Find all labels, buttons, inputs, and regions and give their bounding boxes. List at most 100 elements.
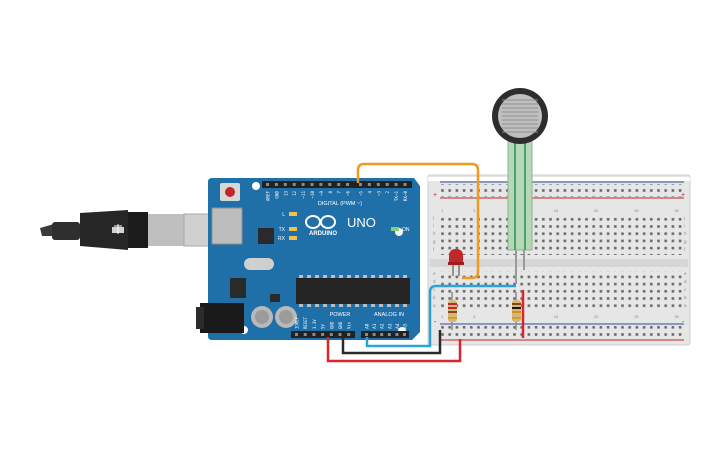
power-pin[interactable] — [347, 333, 351, 336]
wire-orange[interactable] — [356, 162, 480, 280]
digital-pin[interactable] — [283, 183, 287, 186]
row-label: c — [684, 287, 687, 292]
on-label: ON — [402, 227, 410, 233]
row-label: e — [433, 271, 436, 276]
digital-pin-label: RX←0 — [403, 191, 408, 202]
digital-header — [262, 181, 412, 188]
row-label: i — [684, 223, 685, 228]
digital-pin-label: AREF — [266, 191, 271, 202]
model-label: UNO — [347, 215, 376, 230]
analog-pin[interactable] — [395, 333, 399, 336]
column-label: 20 — [594, 208, 599, 213]
row-label: d — [684, 279, 687, 284]
digital-pin[interactable] — [403, 183, 407, 186]
column-label: 1 — [441, 208, 444, 213]
resistor-fsr[interactable] — [512, 292, 521, 330]
digital-pin-label: 8 — [328, 191, 333, 194]
column-label: 25 — [634, 208, 639, 213]
analog-pin[interactable] — [372, 333, 376, 336]
row-label: i — [433, 223, 434, 228]
digital-pin-label: ~11 — [301, 191, 306, 199]
digital-pin-label: ~6 — [346, 191, 351, 197]
digital-pin[interactable] — [394, 183, 398, 186]
power-pin[interactable] — [329, 333, 333, 336]
digital-pin-label: ~3 — [376, 191, 381, 197]
analog-pin[interactable] — [380, 333, 384, 336]
crystal — [244, 258, 274, 270]
resistor-led[interactable] — [448, 292, 457, 330]
row-label: h — [684, 231, 687, 236]
analog-header — [361, 331, 409, 338]
power-pin-label: GND — [338, 321, 343, 329]
analog-label: ANALOG IN — [374, 312, 404, 318]
digital-pin[interactable] — [376, 183, 380, 186]
row-label: c — [433, 287, 436, 292]
digital-pin-label: ~10 — [310, 191, 315, 199]
row-label: e — [684, 271, 687, 276]
breadboard[interactable]: + + - - 151015202530 151015202530 jjiihh… — [427, 174, 691, 346]
digital-pin[interactable] — [346, 183, 350, 186]
digital-pin[interactable] — [328, 183, 332, 186]
wire-blue[interactable] — [365, 284, 516, 348]
brand-label: ARDUINO — [309, 231, 337, 237]
digital-pin[interactable] — [319, 183, 323, 186]
digital-pin[interactable] — [274, 183, 278, 186]
digital-pin-label: ~9 — [319, 191, 324, 197]
wire-black[interactable] — [341, 330, 442, 355]
column-label: 5 — [473, 314, 476, 319]
digital-pin[interactable] — [301, 183, 305, 186]
rail-minus-label: - — [682, 319, 685, 326]
row-label: f — [433, 247, 435, 252]
power-pin-label: RESET — [303, 316, 308, 329]
digital-pin-label: 13 — [283, 191, 288, 197]
column-label: 1 — [441, 314, 444, 319]
digital-label: DIGITAL (PWM ~) — [318, 201, 362, 207]
row-label: h — [433, 231, 436, 236]
power-jack — [196, 303, 244, 333]
row-label: d — [433, 279, 436, 284]
analog-pin[interactable] — [365, 333, 368, 336]
row-label: g — [684, 239, 687, 244]
power-pin[interactable] — [303, 333, 307, 336]
force-sensor[interactable] — [492, 88, 548, 284]
digital-pin[interactable] — [359, 183, 362, 186]
power-pin[interactable] — [312, 333, 316, 336]
regulator — [230, 278, 246, 298]
reset-button[interactable] — [220, 183, 240, 201]
wire-red[interactable] — [326, 337, 462, 363]
power-pin[interactable] — [321, 333, 325, 336]
led-label-rx: RX — [278, 236, 286, 242]
analog-pin-label: A5 — [403, 323, 409, 329]
digital-pin[interactable] — [367, 183, 371, 186]
analog-pin[interactable] — [387, 333, 391, 336]
digital-pin[interactable] — [310, 183, 314, 186]
digital-pin-label: 12 — [292, 191, 297, 197]
arduino-logo: ARDUINO UNO — [305, 215, 376, 237]
digital-pin[interactable] — [337, 183, 341, 186]
red-led[interactable] — [448, 249, 464, 276]
column-label: 5 — [473, 208, 476, 213]
digital-pin-label: ~5 — [359, 191, 364, 197]
led-label-tx: TX — [279, 227, 286, 233]
digital-pin-label: TX→1 — [394, 191, 399, 202]
digital-pin[interactable] — [292, 183, 296, 186]
digital-pin-label: 2 — [385, 191, 390, 194]
digital-pin[interactable] — [266, 183, 269, 186]
digital-pin[interactable] — [385, 183, 389, 186]
atmega-chip — [296, 275, 410, 307]
rail-holes-bottom — [440, 326, 682, 339]
power-pin-label: 3.3V — [312, 319, 317, 329]
rail-minus-label: - — [434, 319, 437, 326]
capacitor — [251, 306, 273, 328]
power-pin[interactable] — [295, 333, 298, 336]
analog-pin[interactable] — [403, 333, 406, 336]
power-pin-label: GND — [329, 321, 334, 329]
terminal-holes-top — [440, 215, 682, 255]
digital-pin-label: 4 — [367, 191, 372, 194]
analog-pin-label: A3 — [387, 323, 393, 329]
column-label: 15 — [554, 314, 559, 319]
row-label: g — [433, 239, 436, 244]
power-pin[interactable] — [338, 333, 342, 336]
